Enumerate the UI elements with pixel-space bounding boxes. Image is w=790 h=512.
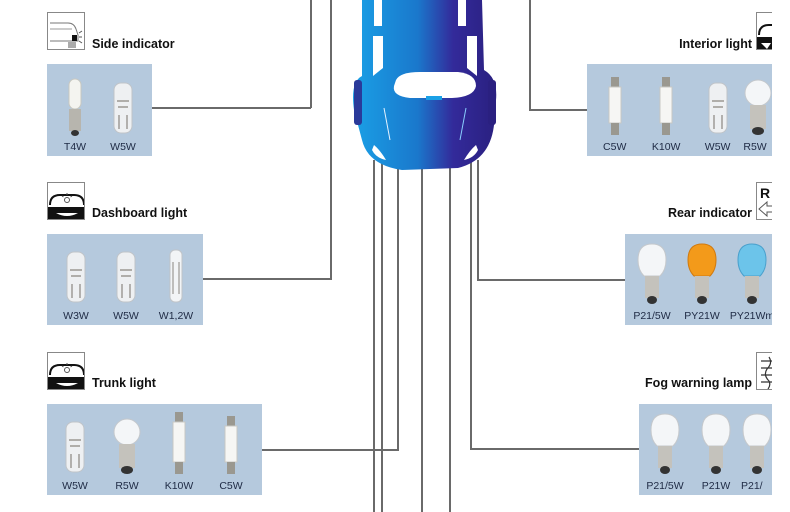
bulb-big-clear-icon bbox=[650, 413, 680, 474]
bulb-label: C5W bbox=[219, 480, 243, 492]
bulb-label: W5W bbox=[110, 141, 136, 153]
rear-indicator-icon-letter: R bbox=[760, 185, 770, 201]
bulb-panel-rear-indicator: P21/5W PY21W PY21Wm bbox=[625, 234, 777, 325]
bulb-label: P21/ bbox=[741, 480, 763, 492]
bulb-wedge-slim-icon bbox=[169, 249, 183, 303]
bulb-label: P21/5W bbox=[646, 480, 684, 492]
bulb-t4w: T4W bbox=[51, 64, 99, 156]
wire-rear-indicator bbox=[477, 279, 627, 281]
group-title-dashboard-light: Dashboard light bbox=[92, 206, 188, 220]
wire-trunk-vertical bbox=[397, 165, 399, 451]
bulb-panel-trunk-light: W5W R5W K10W C5W bbox=[47, 404, 262, 495]
wire-trunk bbox=[262, 449, 398, 451]
bulb-label: W1,2W bbox=[158, 310, 194, 322]
group-title-fog-warning-lamp: Fog warning lamp bbox=[645, 376, 752, 390]
wire-side-indicator-vertical bbox=[310, 0, 312, 108]
car-top-view-icon bbox=[353, 0, 497, 170]
right-edge-margin bbox=[772, 0, 790, 512]
bulb-label: K10W bbox=[164, 480, 194, 492]
bulb-w5w: W5W bbox=[99, 64, 147, 156]
bulb-wedge-icon bbox=[116, 251, 136, 303]
dashboard-light-icon bbox=[47, 182, 85, 220]
bulb-w5w: W5W bbox=[692, 64, 743, 156]
wire-fog-vertical bbox=[470, 160, 472, 450]
bulb-label: P21/5W bbox=[633, 310, 671, 322]
bulb-panel-side-indicator: T4W W5W bbox=[47, 64, 152, 156]
bulb-label: W3W bbox=[63, 310, 89, 322]
bulb-w5w: W5W bbox=[101, 234, 151, 325]
bulb-k10w: K10W bbox=[640, 64, 691, 156]
bulb-py21w: PY21W bbox=[677, 234, 727, 325]
bulb-big-amber-icon bbox=[687, 243, 717, 304]
bulb-p21-partial: P21/ bbox=[741, 404, 779, 495]
side-indicator-icon bbox=[47, 12, 85, 50]
wire-side-indicator bbox=[152, 107, 311, 109]
bulb-label: W5W bbox=[704, 141, 731, 153]
bulb-festoon-icon bbox=[608, 77, 622, 135]
wire-bus-4 bbox=[449, 166, 451, 512]
bulb-label: PY21W bbox=[684, 310, 720, 322]
bulb-big-clear-icon bbox=[742, 413, 772, 474]
group-title-interior-light: Interior light bbox=[679, 37, 752, 51]
bulb-p21w: P21W bbox=[691, 404, 741, 495]
bulb-ball-icon bbox=[113, 418, 141, 474]
bulb-k10w: K10W bbox=[153, 404, 205, 495]
wire-rear-indicator-vertical bbox=[477, 160, 479, 280]
bulb-w3w: W3W bbox=[51, 234, 101, 325]
group-title-rear-indicator: Rear indicator bbox=[667, 206, 752, 220]
bulb-w1-2w: W1,2W bbox=[151, 234, 201, 325]
bulb-festoon-icon bbox=[659, 77, 673, 135]
bulb-py21wm: PY21Wm bbox=[727, 234, 777, 325]
bulb-r5w: R5W bbox=[101, 404, 153, 495]
group-title-trunk-light: Trunk light bbox=[92, 376, 156, 390]
bulb-label: W5W bbox=[113, 310, 139, 322]
wire-interior bbox=[529, 109, 587, 111]
bulb-w5w: W5W bbox=[49, 404, 101, 495]
wire-bus-3 bbox=[421, 168, 423, 512]
bulb-panel-fog-warning-lamp: P21/5W P21W P21/ bbox=[639, 404, 779, 495]
bulb-panel-interior-light: C5W K10W W5W R5W bbox=[587, 64, 777, 156]
bulb-festoon-icon bbox=[172, 412, 186, 474]
wire-dashboard-vertical bbox=[330, 0, 332, 280]
bulb-r5w: R5W bbox=[743, 64, 777, 156]
bulb-c5w: C5W bbox=[205, 404, 257, 495]
bulb-label: R5W bbox=[115, 480, 139, 492]
wire-fog bbox=[470, 448, 640, 450]
bulb-big-clear-icon bbox=[701, 413, 731, 474]
group-title-side-indicator: Side indicator bbox=[92, 37, 175, 51]
bulb-wedge-icon bbox=[708, 82, 728, 134]
bulb-festoon-icon bbox=[224, 416, 238, 474]
bulb-wedge-icon bbox=[65, 421, 85, 473]
bulb-label: C5W bbox=[603, 141, 627, 153]
bulb-p21-5w: P21/5W bbox=[627, 234, 677, 325]
bulb-label: PY21Wm bbox=[729, 310, 775, 322]
bulb-panel-dashboard-light: W3W W5W W1,2W bbox=[47, 234, 203, 325]
bulb-label: R5W bbox=[743, 141, 767, 153]
wire-bus-1 bbox=[373, 160, 375, 512]
trunk-light-icon bbox=[47, 352, 85, 390]
bulb-c5w: C5W bbox=[589, 64, 640, 156]
bulb-big-blue-icon bbox=[737, 243, 767, 304]
wire-dashboard bbox=[203, 278, 331, 280]
wire-interior-vertical bbox=[529, 0, 531, 110]
bulb-p21-5w: P21/5W bbox=[639, 404, 691, 495]
bulb-big-clear-icon bbox=[637, 243, 667, 304]
bulb-label: T4W bbox=[63, 141, 87, 153]
wire-bus-2 bbox=[381, 163, 383, 512]
bulb-wedge-icon bbox=[113, 82, 133, 134]
bulb-label: P21W bbox=[701, 480, 731, 492]
bulb-ball-icon bbox=[744, 79, 772, 135]
bulb-label: W5W bbox=[62, 480, 88, 492]
bulb-tube-base-icon bbox=[68, 78, 82, 136]
bulb-wedge-icon bbox=[66, 251, 86, 303]
bulb-label: K10W bbox=[651, 141, 681, 153]
